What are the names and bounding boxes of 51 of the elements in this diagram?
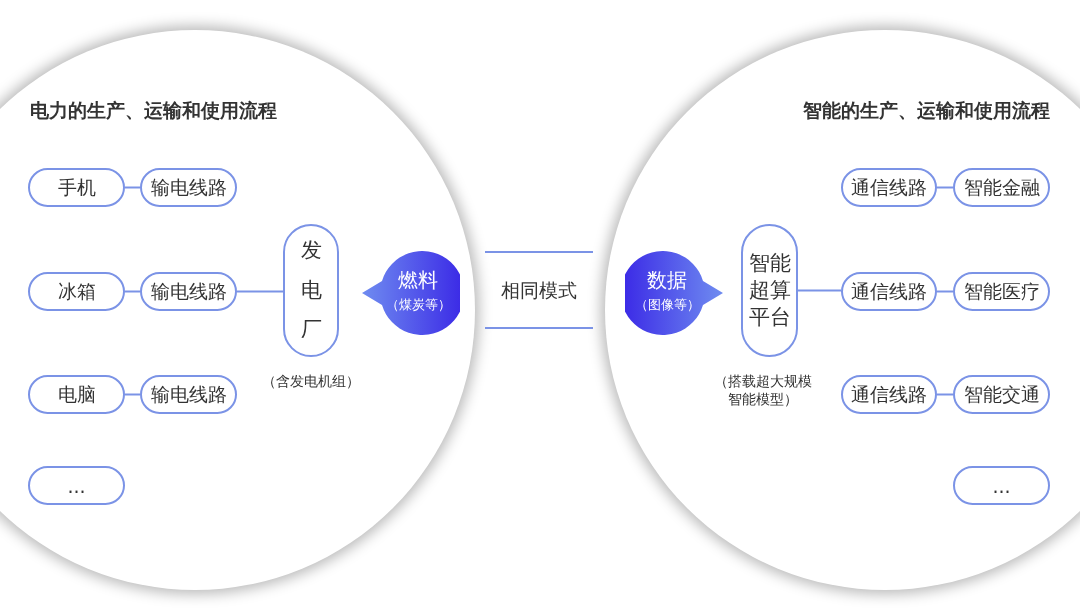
rounded-box <box>28 272 125 311</box>
rounded-box <box>28 168 125 207</box>
node-label: 通信线路 <box>851 174 927 200</box>
node-label: ... <box>67 474 86 497</box>
node-label: 输电线路 <box>150 278 227 304</box>
node-label: 冰箱 <box>57 278 96 304</box>
bubble-title: 数据 <box>647 267 687 294</box>
rounded-box <box>953 168 1050 207</box>
node-label: 通信线路 <box>851 278 927 304</box>
connector-line <box>124 186 141 189</box>
connector-line <box>124 290 141 293</box>
node-label: 输电线路 <box>150 174 227 200</box>
rounded-box <box>140 168 237 207</box>
connector-line <box>236 290 284 293</box>
node-label: 智能医疗 <box>963 278 1040 304</box>
rounded-box <box>953 272 1050 311</box>
speech-bubble <box>625 251 723 335</box>
bubble-note: （煤炭等） <box>385 296 451 314</box>
rounded-box <box>953 466 1050 505</box>
node-label: 智能超算平台 <box>748 249 791 332</box>
node-label: 智能交通 <box>963 381 1040 407</box>
node-label: 发电厂 <box>300 236 322 344</box>
node-caption: （含发电机组） <box>261 372 361 391</box>
bubble-title: 燃料 <box>398 267 438 294</box>
node-label: 智能金融 <box>963 174 1040 200</box>
rounded-box <box>283 224 339 357</box>
node-label: 输电线路 <box>150 381 227 407</box>
node-label: 电脑 <box>57 381 96 407</box>
rounded-box <box>841 272 937 311</box>
connector-line <box>797 289 842 292</box>
rounded-box <box>841 168 937 207</box>
center-label: 相同模式 <box>500 278 578 303</box>
rounded-box <box>741 224 798 357</box>
bubble-note: （图像等） <box>634 296 700 314</box>
rounded-box <box>28 375 125 414</box>
rounded-box <box>841 375 937 414</box>
node-caption: （搭载超大规模智能模型） <box>713 372 813 409</box>
connector-line <box>936 393 954 396</box>
speech-bubble <box>362 251 460 335</box>
connector-line <box>936 186 954 189</box>
rounded-box <box>28 466 125 505</box>
panel-title: 智能的生产、运输和使用流程 <box>803 98 1050 123</box>
rounded-box <box>140 375 237 414</box>
node-label: ... <box>992 474 1011 497</box>
panel-title: 电力的生产、运输和使用流程 <box>30 98 277 123</box>
node-label: 通信线路 <box>851 381 927 407</box>
connector-line <box>124 393 141 396</box>
connector-line <box>936 290 954 293</box>
rounded-box <box>140 272 237 311</box>
node-label: 手机 <box>57 174 96 200</box>
rounded-box <box>953 375 1050 414</box>
